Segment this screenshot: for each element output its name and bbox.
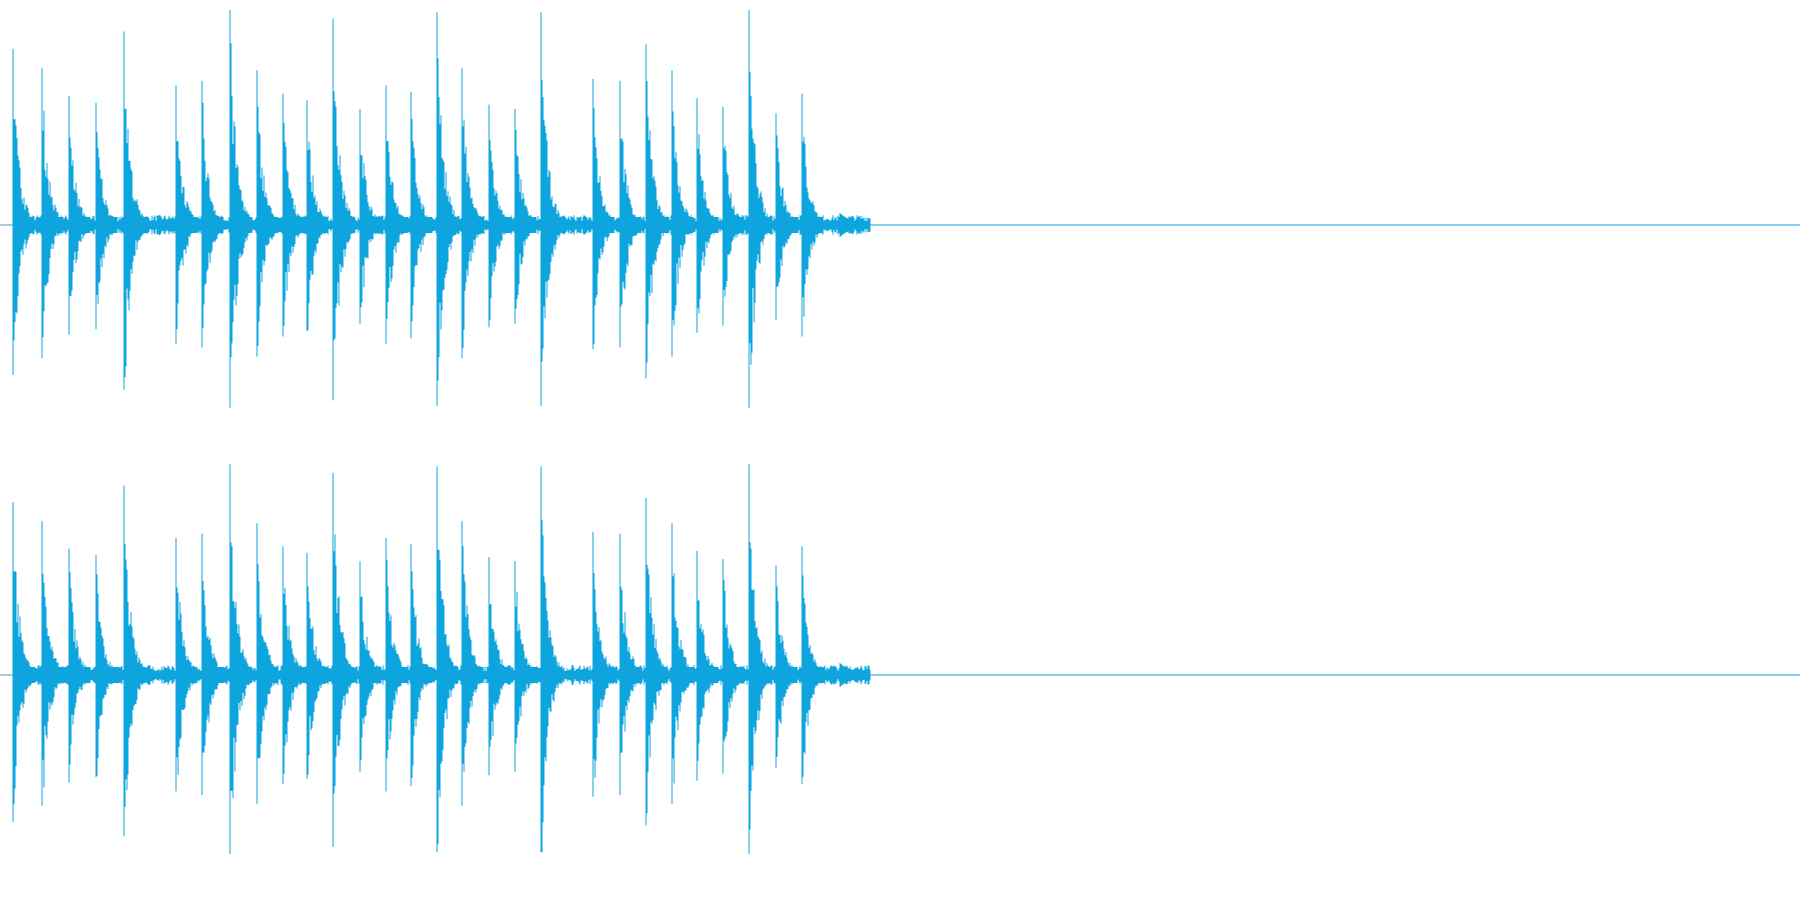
waveform-burst <box>619 80 642 348</box>
waveform-burst <box>645 44 668 379</box>
waveform-tail <box>839 663 870 687</box>
waveform-burst <box>123 485 146 837</box>
waveform-burst <box>488 557 511 776</box>
waveform-burst <box>123 31 146 390</box>
waveform-burst <box>696 98 719 333</box>
waveform-burst <box>592 531 615 797</box>
waveform-burst <box>410 91 433 339</box>
waveform-burst <box>801 93 824 337</box>
waveform-burst <box>722 559 745 774</box>
waveform-tail <box>839 213 870 237</box>
waveform-burst <box>775 565 798 769</box>
waveform-burst <box>306 552 329 779</box>
waveform-burst <box>282 93 305 337</box>
waveform-burst <box>540 466 563 853</box>
waveform-burst <box>12 502 35 822</box>
waveform-burst <box>201 533 224 795</box>
waveform-burst <box>671 70 694 357</box>
waveform-burst <box>461 521 484 806</box>
waveform-burst <box>461 68 484 359</box>
waveform-burst <box>592 78 615 350</box>
waveform-burst <box>256 523 279 804</box>
waveform-burst <box>514 108 537 324</box>
waveform-burst <box>95 554 118 778</box>
waveform-burst <box>359 561 382 772</box>
waveform-burst <box>332 18 355 401</box>
channel-1-waveform[interactable] <box>0 10 1800 408</box>
waveform-burst <box>95 102 118 330</box>
waveform-burst <box>436 466 459 853</box>
waveform-burst <box>645 498 668 826</box>
waveform-burst <box>619 533 642 795</box>
waveform-burst <box>175 538 198 792</box>
waveform-burst <box>540 12 563 406</box>
waveform-burst <box>722 106 745 326</box>
waveform-burst <box>229 464 252 855</box>
waveform-burst <box>282 546 305 785</box>
waveform-burst <box>68 96 91 335</box>
channel-2-waveform[interactable] <box>0 464 1800 855</box>
waveform-burst <box>306 100 329 331</box>
waveform-burst <box>696 550 719 781</box>
waveform-burst <box>488 104 511 328</box>
waveform-burst <box>256 70 279 357</box>
waveform-burst <box>410 544 433 786</box>
waveform-burst <box>514 561 537 772</box>
waveform-burst <box>332 472 355 847</box>
waveform-burst <box>175 85 198 344</box>
waveform-burst <box>775 113 798 320</box>
waveform-burst <box>41 521 64 806</box>
waveform-burst <box>436 12 459 406</box>
waveform-burst <box>748 10 771 408</box>
waveform-burst <box>385 538 408 792</box>
waveform-burst <box>41 68 64 359</box>
waveform-burst <box>385 85 408 344</box>
waveform-burst <box>229 10 252 408</box>
waveform-burst <box>12 48 35 375</box>
waveform-burst <box>801 546 824 785</box>
waveform-burst <box>359 108 382 324</box>
waveform-burst <box>748 464 771 855</box>
waveform-burst <box>671 523 694 804</box>
waveform-burst <box>68 548 91 783</box>
waveform-burst <box>201 80 224 348</box>
